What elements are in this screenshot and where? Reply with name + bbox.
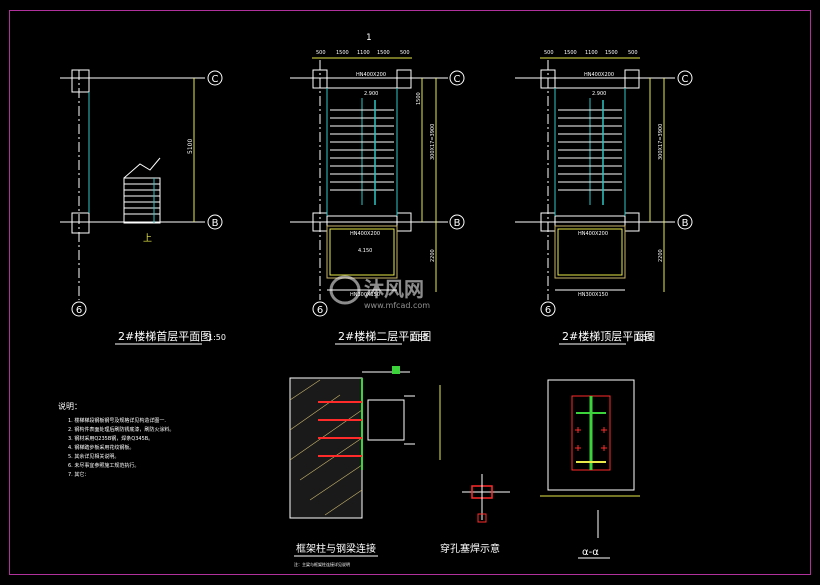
span-2: 300X17=3900 [430,124,436,160]
scale-1: 1:50 [208,333,226,342]
detail-section [540,379,640,538]
axis-label-b1: B [212,218,219,229]
svg-text:1500: 1500 [377,50,390,56]
beam-mark-2b: HN400X200 [350,231,380,237]
detail-plug-weld [462,474,510,523]
axis-bubble-c3 [677,70,693,86]
axis-label-6c: 6 [545,305,551,316]
svg-text:500: 500 [316,50,326,56]
watermark: 沐风网 www.mfcad.com [329,275,430,310]
top-dims-3: 500 1500 1100 1500 500 [544,50,638,56]
axis-label-1: 1 [366,33,372,43]
column-top [71,69,90,93]
plan-first-floor [60,69,205,300]
scale-2: 1:50 [410,333,428,342]
beam-mark-3c: HN300X150 [578,292,608,298]
beam-mark-3b: HN400X200 [578,231,608,237]
axis-bubble-c2 [449,70,465,86]
elev-2a: 2.900 [364,91,378,97]
axis-label-c3: C [682,74,689,85]
svg-text:1. 楼梯梯段钢板钢号及规格详见构造详图一.: 1. 楼梯梯段钢板钢号及规格详见构造详图一. [68,417,166,424]
svg-text:7. 其它：: 7. 其它： [68,471,89,478]
up-mark: 上 [143,233,152,244]
dim-1500-2: 1500 [416,92,422,105]
axis-bubble-6a [71,301,87,317]
dim-2200-3: 2200 [658,249,664,262]
svg-text:5. 其余详见相关说明。: 5. 其余详见相关说明。 [68,453,119,460]
detail-connection [289,366,441,519]
stair-flight [123,157,161,224]
axis-label-6a: 6 [76,305,82,316]
svg-text:1100: 1100 [357,50,370,56]
plan-top-floor [515,57,675,300]
axis-label-c1: C [212,74,219,85]
elev-2b: 4.150 [358,248,372,254]
svg-text:500: 500 [400,50,410,56]
axis-label-c2: C [454,74,461,85]
span-3: 300X17=3900 [658,124,664,160]
svg-text:1500: 1500 [336,50,349,56]
axis-bubble-b2 [449,214,465,230]
svg-text:500: 500 [544,50,554,56]
svg-text:1100: 1100 [585,50,598,56]
axis-bubble-6b [312,301,328,317]
treads-2 [330,109,394,191]
plan-second-floor [290,57,448,300]
title-plug-weld: 穿孔塞焊示意 [440,542,500,555]
svg-text:500: 500 [628,50,638,56]
svg-text:2. 钢构件表面处理后刷防锈底漆，刷防火涂料。: 2. 钢构件表面处理后刷防锈底漆，刷防火涂料。 [68,426,174,433]
axis-bubble-6c [540,301,556,317]
note-small: 注：主梁与框架柱连接详见说明 [294,561,350,567]
beam-mark-2a: HN400X200 [356,72,386,78]
axis-bubble-b1 [207,214,223,230]
svg-text:1500: 1500 [605,50,618,56]
axis-label-b3: B [682,218,689,229]
watermark-logo-icon [329,275,361,305]
watermark-brand: 沐风网 [364,277,424,301]
axis-label-b2: B [454,218,461,229]
beam-mark-2c: HN300X150 [350,292,380,298]
axis-bubble-c1 [207,70,223,86]
title-section: α-α [582,547,599,558]
watermark-url: www.mfcad.com [364,301,430,310]
svg-text:3. 钢材采用Q235B钢，焊条Q345B。: 3. 钢材采用Q235B钢，焊条Q345B。 [68,435,153,442]
elev-3a: 2.900 [592,91,606,97]
title-top-floor: 2#楼梯顶层平面图 [562,329,655,343]
dim-2200-2: 2200 [430,249,436,262]
axis-bubble-b3 [677,214,693,230]
notes-heading: 说明： [58,401,82,411]
axis-label-6b: 6 [317,305,323,316]
title-connection: 框架柱与钢梁连接 [296,542,376,555]
svg-text:4. 钢梯踏步板采用花纹钢板。: 4. 钢梯踏步板采用花纹钢板。 [68,444,134,451]
svg-text:1500: 1500 [564,50,577,56]
top-dims-2: 500 1500 1100 1500 500 [316,50,410,56]
landing-2 [326,225,398,279]
title-second-floor: 2#楼梯二层平面图 [338,329,431,343]
title-first-floor: 2#楼梯首层平面图 [118,329,211,343]
column-bottom [71,212,90,234]
beam-mark-3a: HN400X200 [584,72,614,78]
notes-list: 1. 楼梯梯段钢板钢号及规格详见构造详图一. 2. 钢构件表面处理后刷防锈底漆，… [68,417,174,478]
scale-3: 1:50 [635,333,653,342]
svg-text:6. 未尽事宜参照施工规范执行。: 6. 未尽事宜参照施工规范执行。 [68,462,139,469]
sheet-border [9,10,811,575]
dim-5100-a: 5100 [187,139,194,154]
